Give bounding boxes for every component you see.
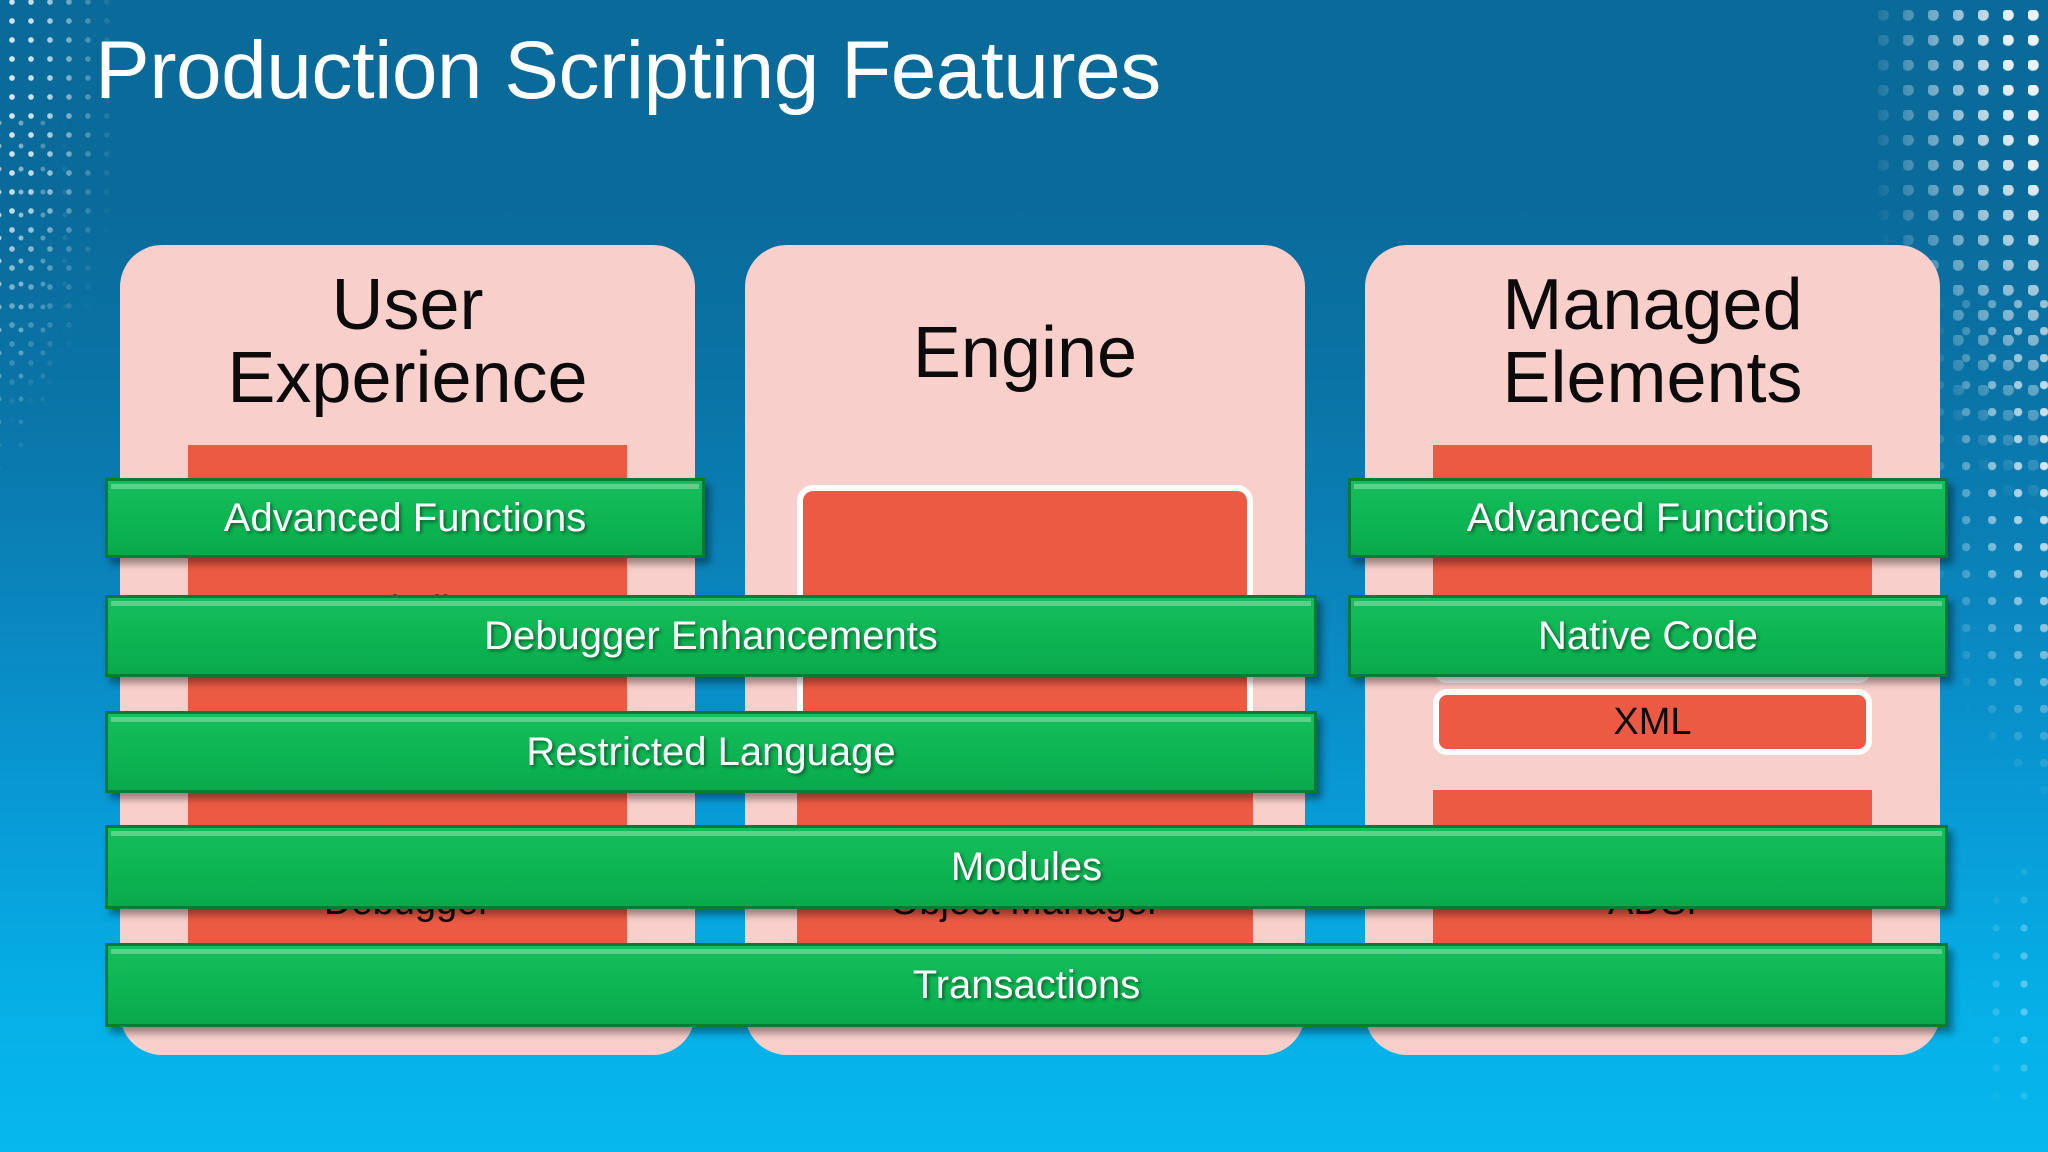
halftone-dots-left-lower-icon bbox=[0, 120, 116, 640]
feature-bar-restricted-language[interactable]: Restricted Language bbox=[105, 711, 1317, 793]
pillar-heading-engine: Engine bbox=[745, 313, 1305, 393]
feature-bar-transactions[interactable]: Transactions bbox=[105, 943, 1948, 1027]
feature-bar-advanced-functions-left[interactable]: Advanced Functions bbox=[105, 478, 705, 558]
feature-bar-native-code[interactable]: Native Code bbox=[1348, 595, 1948, 677]
element-xml[interactable]: XML bbox=[1433, 689, 1872, 755]
feature-bar-advanced-functions-right[interactable]: Advanced Functions bbox=[1348, 478, 1948, 558]
pillar-heading-line-1: Managed bbox=[1502, 265, 1803, 345]
feature-bar-debugger-enhancements[interactable]: Debugger Enhancements bbox=[105, 595, 1317, 677]
pillar-heading-line-1: User bbox=[331, 265, 484, 345]
feature-bar-modules[interactable]: Modules bbox=[105, 825, 1948, 909]
pillar-heading-line-2: Elements bbox=[1502, 338, 1803, 419]
pillar-heading-line-1: Engine bbox=[912, 313, 1138, 393]
pillar-heading-user-experience: User Experience bbox=[120, 265, 695, 419]
pillar-heading-line-2: Experience bbox=[227, 338, 588, 419]
pillar-heading-managed-elements: Managed Elements bbox=[1365, 265, 1940, 419]
slide-title: Production Scripting Features bbox=[95, 25, 1161, 116]
